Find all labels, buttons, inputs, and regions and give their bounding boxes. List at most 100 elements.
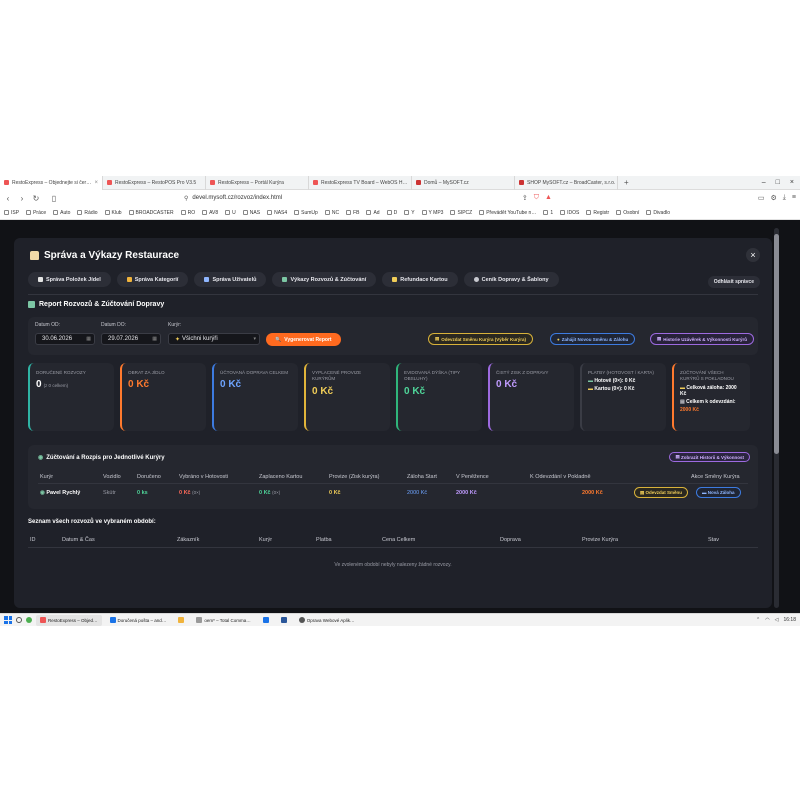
tab-label: RestoExpress – RestoPOS Pro V3.5 [115, 179, 197, 186]
courier-select[interactable]: ✦Všichni kurýři▾ [168, 333, 260, 345]
share-icon[interactable]: ⇪ [521, 195, 528, 202]
bookmark-item[interactable]: Ad [366, 210, 380, 216]
tray-icon[interactable]: ⌃ [756, 617, 761, 623]
chrome-icon[interactable] [26, 617, 32, 623]
menu-icon[interactable]: ≡ [791, 194, 796, 201]
browser-tab[interactable]: RestoExpress – Objednejte si čer…× [0, 176, 103, 190]
search-icon: 🔍 [275, 336, 282, 343]
back-icon[interactable]: ‹ [6, 193, 10, 203]
calendar-icon[interactable]: ▦ [152, 336, 157, 342]
submit-shift-button[interactable]: ▤Odevzdat Směnu Kurýra (Výběr Kurýra) [428, 333, 534, 345]
sidebar-icon[interactable]: ▭ [757, 195, 765, 202]
search-icon[interactable] [16, 617, 22, 623]
download-icon[interactable]: ⤓ [782, 194, 786, 201]
close-window-icon[interactable]: × [789, 179, 794, 186]
clock[interactable]: 16:18 [783, 617, 796, 623]
folder-icon [242, 210, 248, 215]
scrollbar-thumb[interactable] [774, 234, 779, 454]
logout-button[interactable]: Odhlásit správce [707, 276, 760, 288]
column-header: Záloha Start [407, 474, 437, 480]
generate-report-button[interactable]: 🔍Vygenerovat Report [266, 333, 341, 346]
bookmark-icon[interactable]: ▯ [51, 193, 57, 203]
bookmark-item[interactable]: NAS4 [267, 210, 287, 216]
bookmark-item[interactable]: U [225, 210, 236, 216]
bookmark-label: Rádio [84, 209, 98, 216]
bookmark-item[interactable]: Převádět YouTube n… [479, 210, 536, 216]
nav-food-items-button[interactable]: Správa Položek Jídel [28, 272, 111, 287]
bookmark-item[interactable]: RO [180, 210, 195, 216]
show-history-button[interactable]: ▤ Zobrazit Historii & Výkonnost [669, 452, 750, 462]
new-deposit-button[interactable]: ▬ Nová Záloha [696, 487, 741, 498]
settlement-title-text: Zúčtování a Rozpis pro Jednotlivé Kurýry [46, 454, 165, 461]
bookmark-item[interactable]: NAS [242, 210, 260, 216]
bookmark-item[interactable]: Klub [104, 210, 122, 216]
nav-users-button[interactable]: Správa Uživatelů [194, 272, 267, 287]
bookmark-item[interactable]: Y MP3 [421, 210, 443, 216]
nav-reports-button[interactable]: Výkazy Rozvozů & Zúčtování [272, 272, 377, 287]
bookmark-item[interactable]: SumUp [294, 210, 318, 216]
favicon-icon [416, 180, 421, 185]
bookmark-item[interactable]: 1 [543, 210, 553, 216]
nav-pricing-button[interactable]: Ceník Dopravy & Šablony [463, 272, 559, 287]
summary-cards: Doručené rozvozy 0(z 0 celkem) Obrat za … [28, 363, 750, 431]
taskbar-app[interactable]: Doručená pošta – and… [106, 615, 171, 626]
date-from-input[interactable]: 30.06.2026▦ [35, 333, 95, 345]
browser-tab[interactable]: Domů – MySOFT.cz [412, 176, 515, 190]
new-tab-button[interactable]: + [624, 178, 629, 187]
forward-icon[interactable]: › [20, 193, 24, 203]
bookmark-item[interactable]: SIPCZ [450, 210, 472, 216]
browser-tab[interactable]: RestoExpress TV Board – WebOS H… [309, 176, 412, 190]
start-shift-button[interactable]: ●Zahájit Novou Směnu & Zálohu [550, 333, 636, 345]
bookmark-item[interactable]: ISP [4, 210, 19, 216]
network-icon[interactable]: ◠ [765, 617, 770, 623]
browser-tab[interactable]: RestoExpress – Portál Kurýra [206, 176, 309, 190]
bookmark-item[interactable]: Auto [53, 210, 70, 216]
calendar-icon[interactable]: ▦ [86, 336, 91, 342]
minimize-icon[interactable]: – [761, 179, 766, 186]
card-food-turnover: Obrat za jídlo 0 Kč [120, 363, 206, 431]
taskbar-app[interactable] [259, 615, 273, 626]
bookmark-item[interactable]: NC [324, 210, 339, 216]
bookmark-item[interactable]: Rádio [77, 209, 98, 216]
wallet-cell: 2000 Kč [456, 490, 477, 496]
submit-shift-row-button[interactable]: ▤ Odevzdat Směnu [634, 487, 689, 498]
date-to-input[interactable]: 29.07.2026▦ [101, 333, 161, 345]
handin-value: 2000 Kč [680, 406, 699, 413]
bookmark-item[interactable]: Osobní [616, 210, 639, 216]
alert-icon[interactable]: ▲ [544, 194, 552, 201]
page-scrollbar[interactable] [774, 228, 779, 608]
taskbar-app[interactable] [174, 615, 188, 626]
nav-refunds-button[interactable]: Refundace Kartou [382, 272, 458, 287]
maximize-icon[interactable]: □ [775, 179, 780, 186]
taskbar-app[interactable]: oem* – Total Comma… [192, 615, 254, 626]
extensions-icon[interactable]: ⚙ [770, 195, 777, 202]
taskbar-app[interactable] [277, 615, 291, 626]
bookmark-item[interactable]: Divadlo [646, 210, 670, 216]
bookmark-label: 1 [550, 209, 554, 216]
taskbar-app[interactable]: RestoExpress – Objed… [36, 614, 102, 626]
volume-icon[interactable]: ◁ [774, 617, 779, 623]
bookmark-item[interactable]: D [386, 210, 397, 216]
bookmark-item[interactable]: BROADCASTER [128, 210, 174, 216]
modal-title-text: Správa a Výkazy Restaurace [44, 250, 180, 261]
history-button[interactable]: ▤Historie Uzávěrek & Výkonnosti Kurýrů [650, 333, 755, 345]
folder-icon [104, 210, 110, 215]
close-button[interactable]: × [746, 248, 760, 262]
close-tab-icon[interactable]: × [94, 179, 98, 186]
handin-line: ▤ Celkem k odevzdání: [680, 399, 744, 405]
browser-tab[interactable]: RestoExpress – RestoPOS Pro V3.5 [103, 176, 206, 190]
shield-icon[interactable]: ⛉ [533, 194, 539, 201]
bookmark-item[interactable]: Práce [26, 210, 46, 216]
bookmark-item[interactable]: FB [346, 210, 359, 216]
nav-categories-button[interactable]: Správa Kategorií [116, 272, 189, 287]
browser-tab[interactable]: SHOP MySOFT.cz – BroadCaster, s.r.o. [515, 176, 618, 190]
taskbar-app[interactable]: Oprava Webové Aplik… [295, 615, 359, 626]
reload-icon[interactable]: ↻ [32, 193, 40, 203]
bookmark-item[interactable]: Registr [586, 210, 609, 216]
folder-icon [267, 210, 273, 215]
start-icon[interactable] [4, 616, 12, 624]
bookmark-item[interactable]: IDOS [560, 210, 579, 216]
bookmark-item[interactable]: AV8 [202, 210, 218, 216]
url-field[interactable]: ⚲ devel.mysoft.cz/rozvoz/index.html [184, 195, 282, 202]
bookmark-item[interactable]: Y [404, 210, 415, 216]
